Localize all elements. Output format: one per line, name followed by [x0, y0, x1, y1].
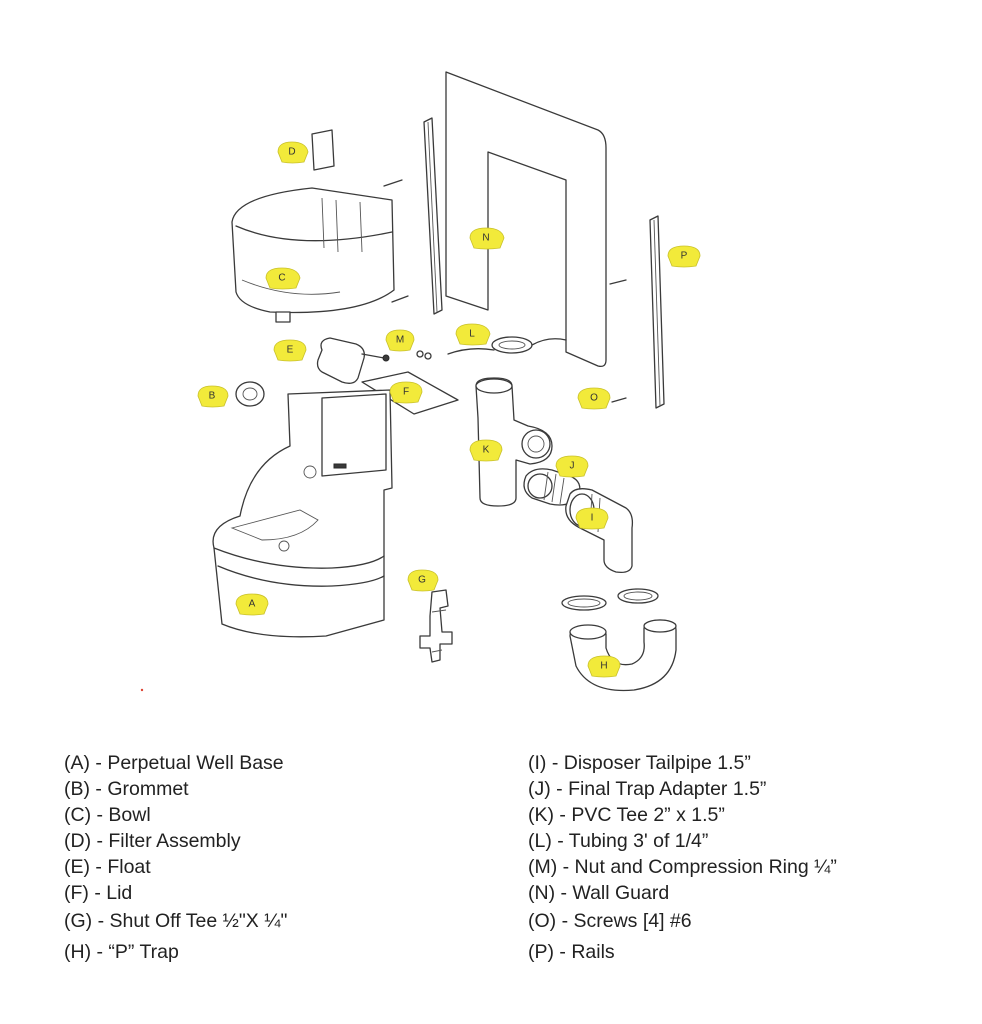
- legend-item-a: (A) - Perpetual Well Base: [64, 752, 284, 774]
- legend-item-m: (M) - Nut and Compression Ring ¼”: [528, 856, 837, 878]
- stray-mark: [140, 688, 144, 692]
- svg-text:B: B: [209, 391, 216, 402]
- hose-clamps-part: [561, 588, 659, 611]
- exploded-parts-diagram: D C N P M L E B F O K J: [140, 71, 701, 692]
- legend-item-n: (N) - Wall Guard: [528, 882, 670, 904]
- legend-item-h: (H) - “P” Trap: [64, 941, 179, 963]
- legend-item-j: (J) - Final Trap Adapter 1.5”: [528, 778, 767, 800]
- callout-c: C: [265, 267, 301, 290]
- callout-l: L: [455, 323, 491, 346]
- callout-o: O: [577, 387, 611, 410]
- legend-item-e: (E) - Float: [64, 856, 151, 878]
- p-trap-part: [569, 619, 677, 692]
- svg-text:D: D: [288, 147, 295, 158]
- svg-text:H: H: [600, 661, 607, 672]
- legend-item-i: (I) - Disposer Tailpipe 1.5”: [528, 752, 751, 774]
- callout-b: B: [197, 385, 229, 408]
- svg-text:A: A: [249, 599, 256, 610]
- svg-text:E: E: [287, 345, 294, 356]
- bowl-part: [231, 187, 395, 323]
- screws-part: [383, 179, 627, 403]
- legend-item-c: (C) - Bowl: [64, 804, 151, 826]
- legend-item-g: (G) - Shut Off Tee ½"X ¼": [64, 910, 288, 932]
- callout-f: F: [389, 381, 423, 404]
- callout-d: D: [277, 141, 309, 164]
- callout-i: I: [575, 507, 609, 530]
- callout-h: H: [587, 655, 621, 678]
- disposer-tailpipe-part: [565, 488, 634, 574]
- left-rail-part: [423, 117, 443, 315]
- legend-item-b: (B) - Grommet: [64, 778, 189, 800]
- final-trap-adapter-part: [523, 468, 581, 506]
- parts-legend-left: (A) - Perpetual Well Base (B) - Grommet …: [64, 750, 287, 968]
- svg-text:N: N: [482, 233, 489, 244]
- svg-text:I: I: [591, 513, 594, 524]
- callout-e: E: [273, 339, 307, 362]
- shut-off-tee-part: [419, 589, 453, 663]
- grommet-part: [235, 381, 265, 407]
- svg-text:P: P: [681, 251, 688, 262]
- callout-j: J: [555, 455, 589, 478]
- svg-text:O: O: [590, 393, 598, 404]
- svg-text:G: G: [418, 575, 426, 586]
- callout-k: K: [469, 439, 503, 462]
- tubing-part: [447, 336, 567, 355]
- legend-item-k: (K) - PVC Tee 2” x 1.5”: [528, 804, 725, 826]
- perpetual-well-base-part: [212, 389, 393, 638]
- legend-item-p: (P) - Rails: [528, 941, 615, 963]
- callout-g: G: [407, 569, 439, 592]
- callout-m: M: [385, 329, 415, 352]
- legend-item-f: (F) - Lid: [64, 882, 133, 904]
- svg-text:C: C: [278, 273, 285, 284]
- callout-p: P: [667, 245, 701, 268]
- right-rail-part: [649, 215, 665, 409]
- svg-text:M: M: [396, 335, 404, 346]
- float-part: [316, 337, 390, 384]
- legend-item-o: (O) - Screws [4] #6: [528, 910, 692, 932]
- wall-guard-part: [445, 71, 607, 368]
- svg-text:F: F: [403, 387, 409, 398]
- svg-text:J: J: [570, 461, 575, 472]
- svg-text:K: K: [483, 445, 490, 456]
- parts-legend-right: (I) - Disposer Tailpipe 1.5” (J) - Final…: [528, 750, 837, 968]
- callout-a: A: [235, 593, 269, 616]
- legend-item-l: (L) - Tubing 3' of 1/4”: [528, 830, 709, 852]
- callout-n: N: [469, 227, 505, 250]
- filter-assembly-part: [311, 129, 335, 171]
- nut-part: [416, 350, 432, 360]
- pvc-tee-part: [475, 377, 553, 507]
- legend-item-d: (D) - Filter Assembly: [64, 830, 241, 852]
- svg-text:L: L: [469, 329, 475, 340]
